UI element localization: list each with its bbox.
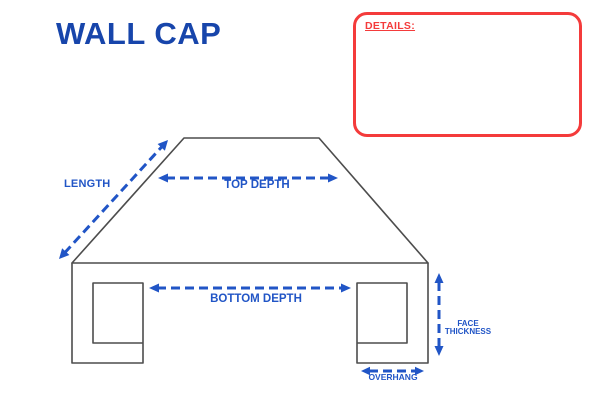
cap-left-leg-outline (71, 262, 144, 364)
length-label: LENGTH (64, 178, 111, 190)
face-thickness-label: FACE THICKNESS (444, 319, 492, 337)
bottom-depth-dimension-arrow (149, 283, 351, 293)
bottom-depth-label: BOTTOM DEPTH (210, 293, 302, 305)
overhang-label: OVERHANG (368, 372, 418, 382)
cap-top-slab-outline (71, 137, 429, 264)
length-dimension-arrow (59, 140, 168, 259)
top-depth-label: TOP DEPTH (224, 179, 290, 191)
details-box-label: DETAILS: (365, 20, 416, 32)
cap-right-leg-outline (356, 262, 429, 364)
face-thickness-dimension-arrow (434, 273, 444, 356)
page-title: WALL CAP (56, 16, 222, 51)
top-depth-dimension-arrow (158, 173, 338, 183)
overhang-dimension-arrow (361, 366, 424, 376)
details-box: DETAILS: (353, 12, 582, 137)
